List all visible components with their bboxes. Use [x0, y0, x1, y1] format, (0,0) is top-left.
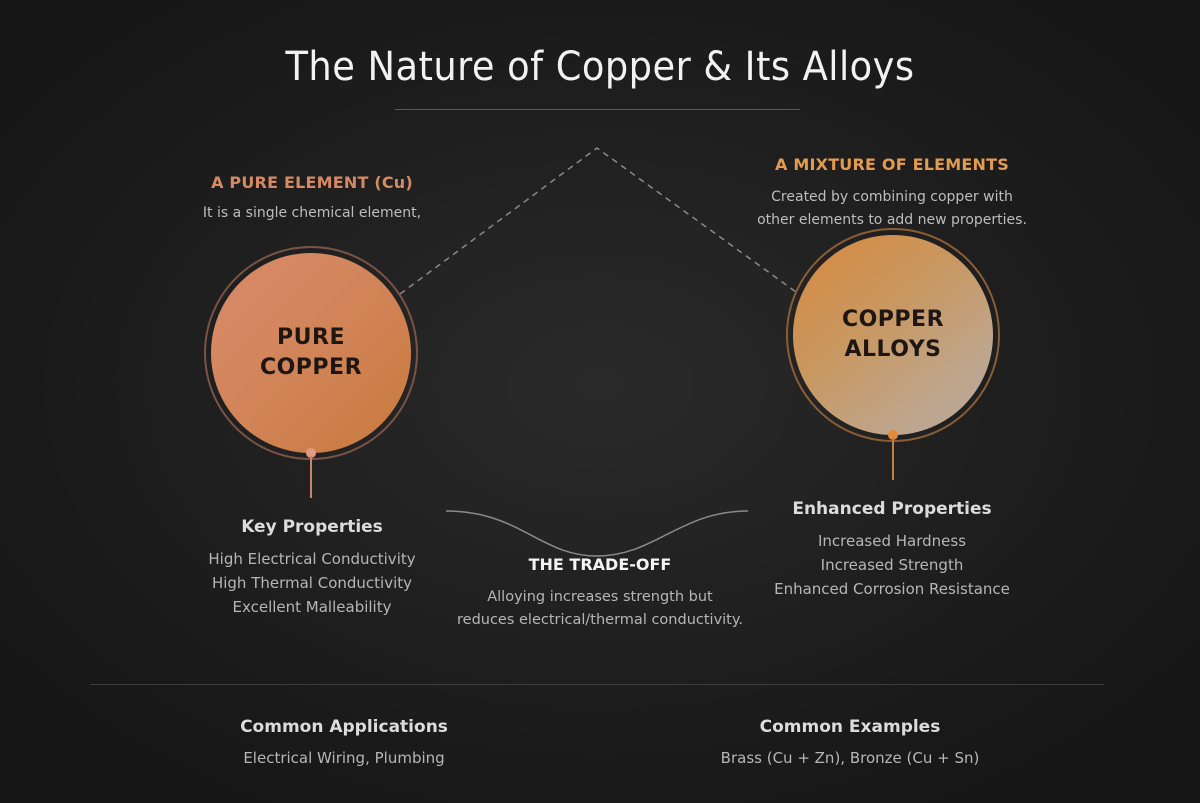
alloy-description-line2: other elements to add new properties. — [757, 212, 1027, 228]
pure-element-description: It is a single chemical element, — [202, 205, 422, 221]
pure-element-heading: A PURE ELEMENT (Cu) — [211, 173, 413, 192]
alloy-connector-stem — [892, 438, 894, 480]
key-properties-title: Key Properties — [241, 517, 383, 537]
tradeoff-line1: Alloying increases strength but — [487, 589, 713, 605]
title-divider — [395, 109, 800, 110]
footer-divider — [90, 684, 1104, 685]
key-properties-list: High Electrical Conductivity High Therma… — [162, 547, 462, 619]
copper-alloys-label-line1: COPPER — [841, 307, 945, 332]
tradeoff-line2: reduces electrical/thermal conductivity. — [457, 612, 743, 628]
common-applications-title: Common Applications — [240, 717, 448, 737]
tradeoff-curve — [445, 510, 749, 557]
alloy-connector-dot — [888, 430, 898, 440]
tradeoff-heading: THE TRADE-OFF — [528, 555, 672, 574]
pure-copper-circle: PURE COPPER — [211, 253, 411, 453]
enhanced-property-item: Increased Strength — [820, 556, 964, 574]
key-property-item: Excellent Malleability — [232, 598, 392, 616]
common-examples-value: Brass (Cu + Zn), Bronze (Cu + Sn) — [720, 749, 980, 767]
enhanced-properties-list: Increased Hardness Increased Strength En… — [722, 529, 1062, 601]
page-title: The Nature of Copper & Its Alloys — [285, 44, 915, 90]
tradeoff-description: Alloying increases strength but reduces … — [420, 586, 780, 632]
alloy-description-line1: Created by combining copper with — [771, 189, 1013, 205]
copper-alloys-label-line2: ALLOYS — [844, 337, 942, 362]
common-examples-title: Common Examples — [759, 717, 941, 737]
pure-copper-label-line2: COPPER — [259, 355, 363, 380]
common-applications-value: Electrical Wiring, Plumbing — [243, 749, 445, 767]
key-property-item: High Thermal Conductivity — [211, 574, 413, 592]
pure-connector-dot — [306, 448, 316, 458]
alloy-heading: A MIXTURE OF ELEMENTS — [775, 155, 1009, 174]
enhanced-property-item: Enhanced Corrosion Resistance — [774, 580, 1010, 598]
key-property-item: High Electrical Conductivity — [208, 550, 416, 568]
pure-connector-stem — [310, 456, 312, 498]
alloy-description: Created by combining copper with other e… — [722, 186, 1062, 232]
dashed-connector — [399, 147, 797, 295]
enhanced-property-item: Increased Hardness — [817, 532, 967, 550]
enhanced-properties-title: Enhanced Properties — [792, 499, 992, 519]
copper-alloys-circle: COPPER ALLOYS — [793, 235, 993, 435]
pure-copper-label-line1: PURE — [277, 325, 345, 350]
